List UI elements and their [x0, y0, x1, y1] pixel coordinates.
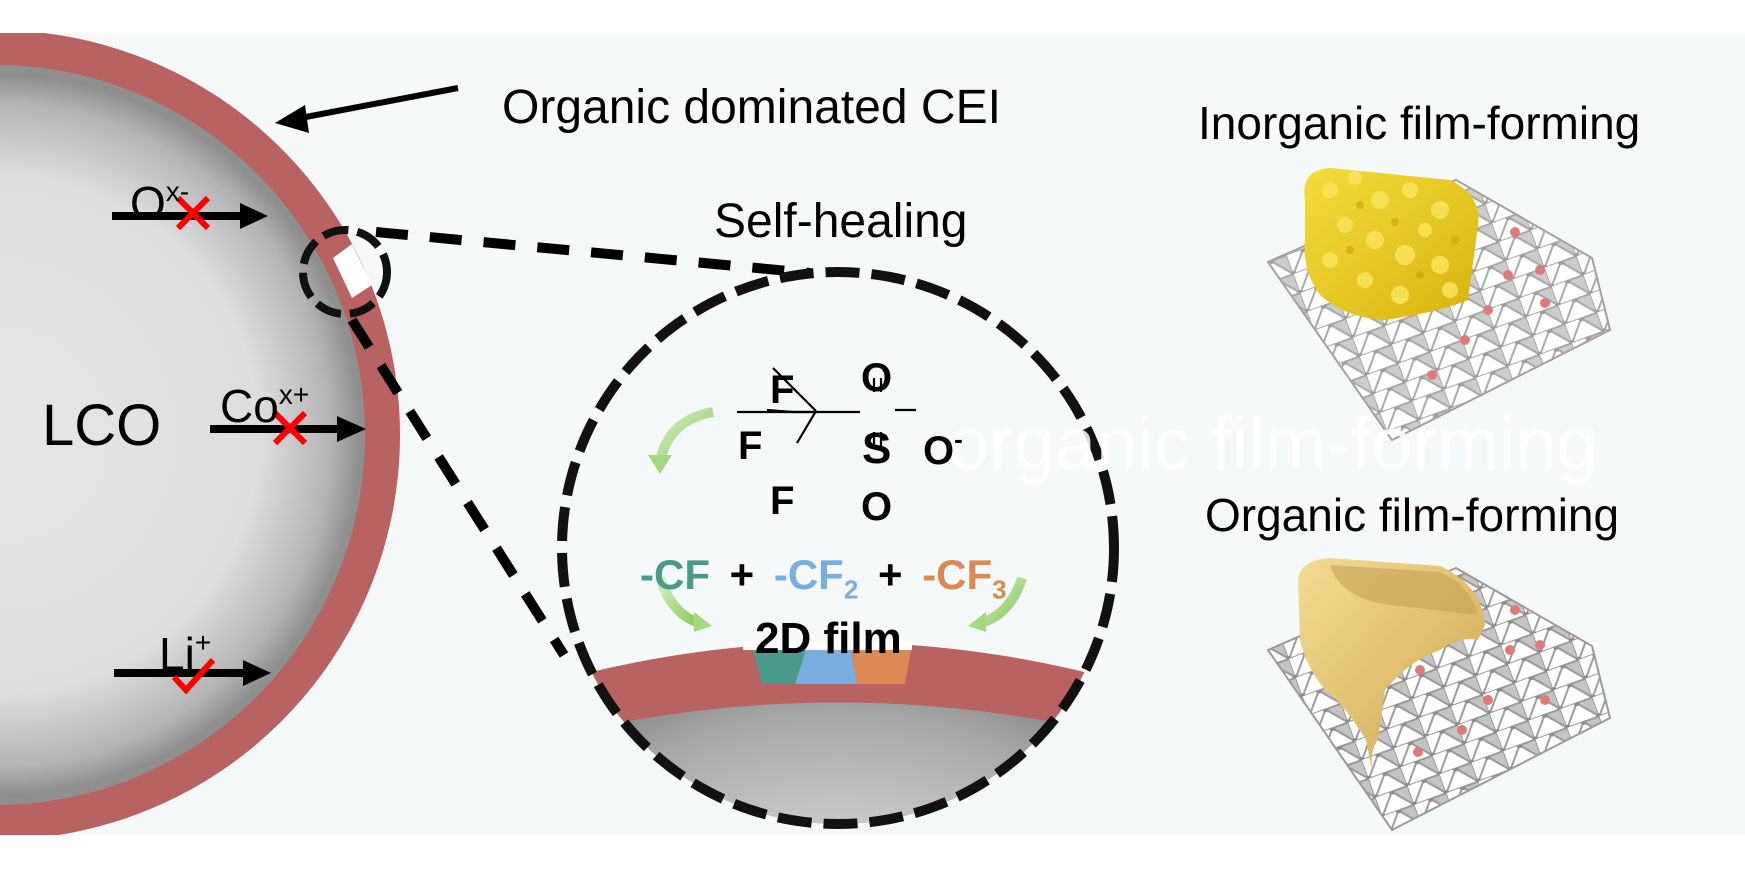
- green-arrowhead-icon: [694, 612, 712, 632]
- film-segment-cf: [753, 650, 806, 684]
- ion-name: O: [130, 177, 166, 229]
- lco-core: [0, 65, 365, 805]
- zoom-circle: [557, 267, 1119, 829]
- cei-crack: [333, 244, 372, 298]
- atom-o-bottom: O: [861, 485, 893, 529]
- lco-particle: [0, 33, 400, 835]
- lco-label: LCO: [42, 393, 162, 458]
- fragment-text: -CF: [922, 551, 993, 598]
- triflate-molecule: [737, 367, 916, 447]
- inorganic-title: Inorganic film-forming: [1198, 97, 1641, 149]
- atom-o: O: [923, 429, 955, 473]
- green-arrowhead-icon: [968, 612, 986, 632]
- ion-charge: x-: [165, 176, 190, 207]
- organic-film-model: [1266, 558, 1612, 832]
- ion-charge: +: [194, 627, 212, 658]
- zoom-lco-surface: [562, 702, 1114, 824]
- ion-arrow-o: [112, 195, 268, 231]
- film-segment-cf3: [851, 650, 911, 684]
- fragment-cf3: -CF3: [922, 551, 1006, 604]
- green-arrowhead-icon: [648, 455, 672, 474]
- zoom-view: [562, 272, 1114, 824]
- check-icon: [171, 657, 216, 695]
- ion-arrow-co: [210, 410, 366, 446]
- cei-pointer-arrowhead: [275, 105, 309, 133]
- ion-label-li: Li+: [159, 627, 211, 681]
- atom-o-top: O: [861, 356, 893, 400]
- cei-pointer-line: [289, 85, 459, 123]
- cei-label: Organic dominated CEI: [502, 81, 1001, 134]
- self-healing-label: Self-healing: [714, 195, 968, 248]
- diagram-canvas: [0, 33, 1612, 835]
- fragment-text: -CF: [773, 551, 844, 598]
- ion-label-co: Cox+: [220, 379, 309, 433]
- film-segment-cf2: [795, 650, 857, 684]
- film-label: 2D film: [755, 614, 902, 663]
- zoom-connector-top: [375, 227, 811, 278]
- inorganic-film-model: [1266, 168, 1612, 442]
- green-arrow-icon: [655, 407, 715, 464]
- organic-title: Organic film-forming: [1205, 489, 1620, 541]
- atom-f-top: F: [770, 368, 795, 412]
- plus-sign: +: [877, 551, 903, 598]
- ion-charge: x+: [278, 379, 310, 410]
- ion-label-o: Ox-: [130, 176, 189, 230]
- watermark-text: organic film-forming: [948, 402, 1598, 485]
- plus-sign: +: [729, 551, 755, 598]
- zoom-connector-bottom: [347, 317, 569, 658]
- ion-name: Co: [220, 380, 279, 432]
- ion-name: Li: [159, 628, 195, 680]
- cross-icon: [272, 410, 308, 446]
- fragment-cf: -CF: [640, 551, 710, 598]
- anion-charge: -: [954, 424, 963, 454]
- cross-icon: [175, 195, 211, 231]
- fragment-equation: -CF + -CF2 + -CF3: [640, 551, 1007, 605]
- crack-highlight-circle: [299, 226, 391, 318]
- figure-panel: organic film-forming Organic dominated C…: [0, 33, 1745, 835]
- organic-film-block: [1298, 558, 1485, 770]
- fragment-subscript: 3: [992, 574, 1007, 605]
- atom-f-mid: F: [738, 424, 763, 468]
- atom-f-bottom: F: [770, 479, 795, 523]
- ion-arrow-li: [114, 657, 271, 695]
- atom-o-minus: O-: [923, 424, 963, 474]
- fragment-subscript: 2: [843, 574, 859, 605]
- fragment-cf2: -CF2: [773, 551, 858, 604]
- atom-s: S: [862, 424, 892, 473]
